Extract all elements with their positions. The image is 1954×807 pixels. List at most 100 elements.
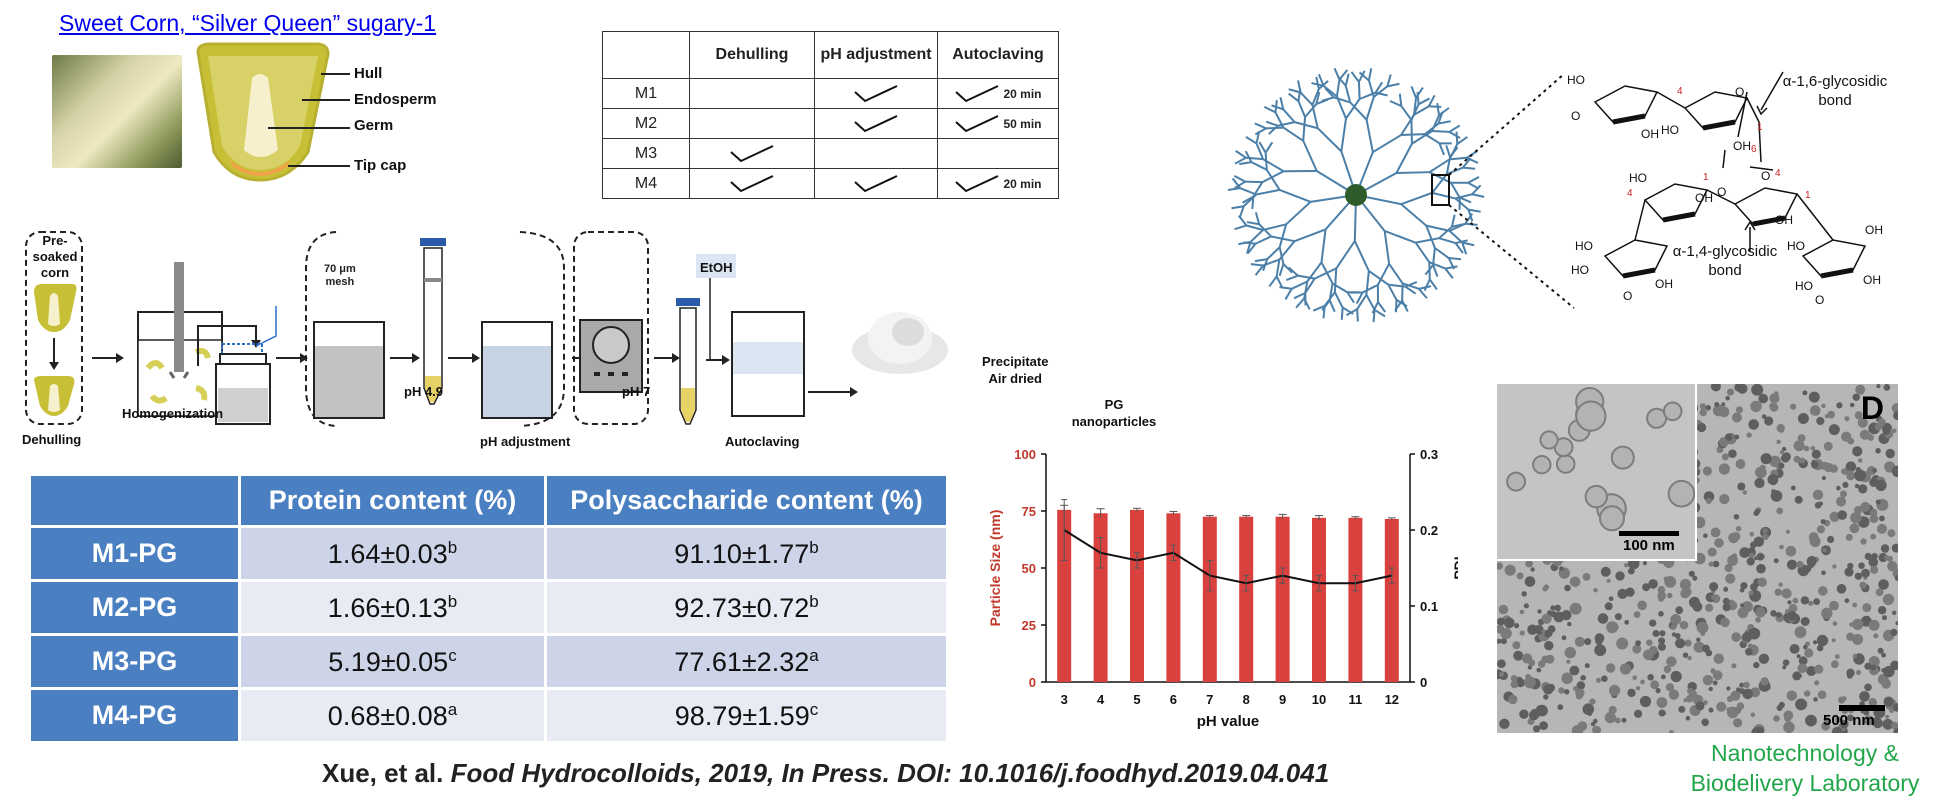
svg-text:OH: OH <box>1733 139 1751 153</box>
row-label: M2-PG <box>31 582 238 633</box>
svg-text:HO: HO <box>1629 171 1647 185</box>
results-table: Protein content (%) Polysaccharide conte… <box>28 473 949 744</box>
label-dehulling-step: Dehulling <box>22 432 82 447</box>
x-tick-label: 9 <box>1279 692 1286 707</box>
svg-text:HO: HO <box>1661 123 1679 137</box>
label-a14-bond: α-1,4-glycosidic bond <box>1672 243 1778 279</box>
bar <box>1348 517 1363 682</box>
poly-cell: 98.79±1.59c <box>547 690 946 741</box>
corn-photo <box>52 55 182 168</box>
label-endosperm: Endosperm <box>354 91 437 108</box>
protein-cell: 0.68±0.08a <box>241 690 544 741</box>
label-presoaked: Pre- soaked corn <box>32 233 78 280</box>
pdi-line <box>1063 529 1393 585</box>
bar <box>1384 518 1399 682</box>
scale-label: 500 nm <box>1823 712 1875 729</box>
protein-cell: 1.66±0.13b <box>241 582 544 633</box>
bar <box>1130 509 1144 682</box>
bar <box>1057 509 1072 682</box>
header-autoclaving: Autoclaving <box>937 31 1059 79</box>
table-row: M4-PG 0.68±0.08a 98.79±1.59c <box>31 690 946 741</box>
svg-text:1: 1 <box>1805 190 1811 201</box>
checkmark-icon <box>955 84 999 102</box>
poly-cell: 91.10±1.77b <box>547 528 946 579</box>
bar <box>1202 516 1217 682</box>
bar <box>1275 516 1290 682</box>
table-row: M3-PG 5.19±0.05c 77.61±2.32a <box>31 636 946 687</box>
scale-bar <box>1839 705 1885 711</box>
x-tick-label: 12 <box>1385 692 1399 707</box>
results-header-polysaccharide: Polysaccharide content (%) <box>547 476 946 525</box>
bar <box>1239 516 1254 682</box>
y-tick-label: 25 <box>1022 618 1036 633</box>
svg-text:1: 1 <box>1757 122 1763 133</box>
citation: Xue, et al. Food Hydrocolloids, 2019, In… <box>322 758 1330 788</box>
method-name: M3 <box>602 138 690 169</box>
inset-scale-bar <box>1619 531 1679 536</box>
label-pg-nanoparticles: PG nanoparticles <box>1071 397 1157 429</box>
x-tick-label: 7 <box>1206 692 1213 707</box>
label-homogenization: Homogenization <box>122 406 224 421</box>
svg-text:HO: HO <box>1567 73 1585 87</box>
checkmark-icon <box>854 174 898 192</box>
title-link[interactable]: Sweet Corn, “Silver Queen” sugary-1 <box>59 10 437 36</box>
label-ph7: pH 7 <box>622 384 651 399</box>
label-germ: Germ <box>354 117 394 134</box>
label-a16-bond: α-1,6-glycosidic bond <box>1782 73 1888 109</box>
svg-text:HO: HO <box>1787 239 1805 253</box>
y2-tick-label: 0 <box>1420 675 1427 690</box>
label-tip-cap: Tip cap <box>354 157 407 174</box>
svg-text:OH: OH <box>1655 277 1673 291</box>
label-hull: Hull <box>354 65 383 82</box>
x-tick-label: 5 <box>1133 692 1140 707</box>
results-header-protein: Protein content (%) <box>241 476 544 525</box>
phytoglycogen-structure <box>1227 67 1575 323</box>
svg-text:OH: OH <box>1865 223 1883 237</box>
svg-text:HO: HO <box>1575 239 1593 253</box>
y-axis-label: Particle Size (nm) <box>987 510 1003 627</box>
protein-cell: 5.19±0.05c <box>241 636 544 687</box>
bar <box>1166 513 1181 682</box>
x-tick-label: 8 <box>1243 692 1250 707</box>
checkmark-icon <box>730 144 774 162</box>
results-header-blank <box>31 476 238 525</box>
y2-tick-label: 0.2 <box>1420 523 1438 538</box>
svg-text:OH: OH <box>1775 213 1793 227</box>
svg-text:OH: OH <box>1863 273 1881 287</box>
label-precipitate: Precipitate Air dried <box>982 354 1049 386</box>
svg-text:O: O <box>1571 109 1580 123</box>
row-label: M1-PG <box>31 528 238 579</box>
autoclave-time: 50 min <box>1003 116 1042 131</box>
row-label: M3-PG <box>31 636 238 687</box>
x-tick-label: 4 <box>1097 692 1105 707</box>
header-ph-adjustment: pH adjustment <box>814 31 938 79</box>
method-name: M2 <box>602 108 690 139</box>
method-name: M1 <box>602 78 690 109</box>
panel-letter: D <box>1860 390 1884 426</box>
checkmark-icon <box>730 174 774 192</box>
y-tick-label: 0 <box>1029 675 1036 690</box>
autoclave-time: 20 min <box>1003 176 1042 191</box>
lab-name: Nanotechnology & Biodelivery Laboratory <box>1690 740 1920 796</box>
svg-text:OH: OH <box>1695 191 1713 205</box>
svg-text:6: 6 <box>1751 144 1757 155</box>
label-ph-adjustment: pH adjustment <box>480 434 571 449</box>
tem-image: 100 nm D 500 nm <box>1497 384 1898 733</box>
y-tick-label: 100 <box>1014 447 1036 462</box>
x-axis-label: pH value <box>1197 713 1260 730</box>
inset-scale-label: 100 nm <box>1623 537 1675 554</box>
y-tick-label: 75 <box>1022 504 1036 519</box>
poly-cell: 77.61±2.32a <box>547 636 946 687</box>
checkmark-icon <box>955 174 999 192</box>
label-etoh: EtOH <box>700 260 733 275</box>
kernel-diagram <box>196 42 350 182</box>
svg-text:O: O <box>1735 85 1744 99</box>
x-tick-label: 11 <box>1349 692 1363 707</box>
table-row: M1-PG 1.64±0.03b 91.10±1.77b <box>31 528 946 579</box>
label-mesh: 70 μm mesh <box>324 263 356 288</box>
x-tick-label: 6 <box>1170 692 1177 707</box>
row-label: M4-PG <box>31 690 238 741</box>
process-diagram <box>25 231 948 427</box>
